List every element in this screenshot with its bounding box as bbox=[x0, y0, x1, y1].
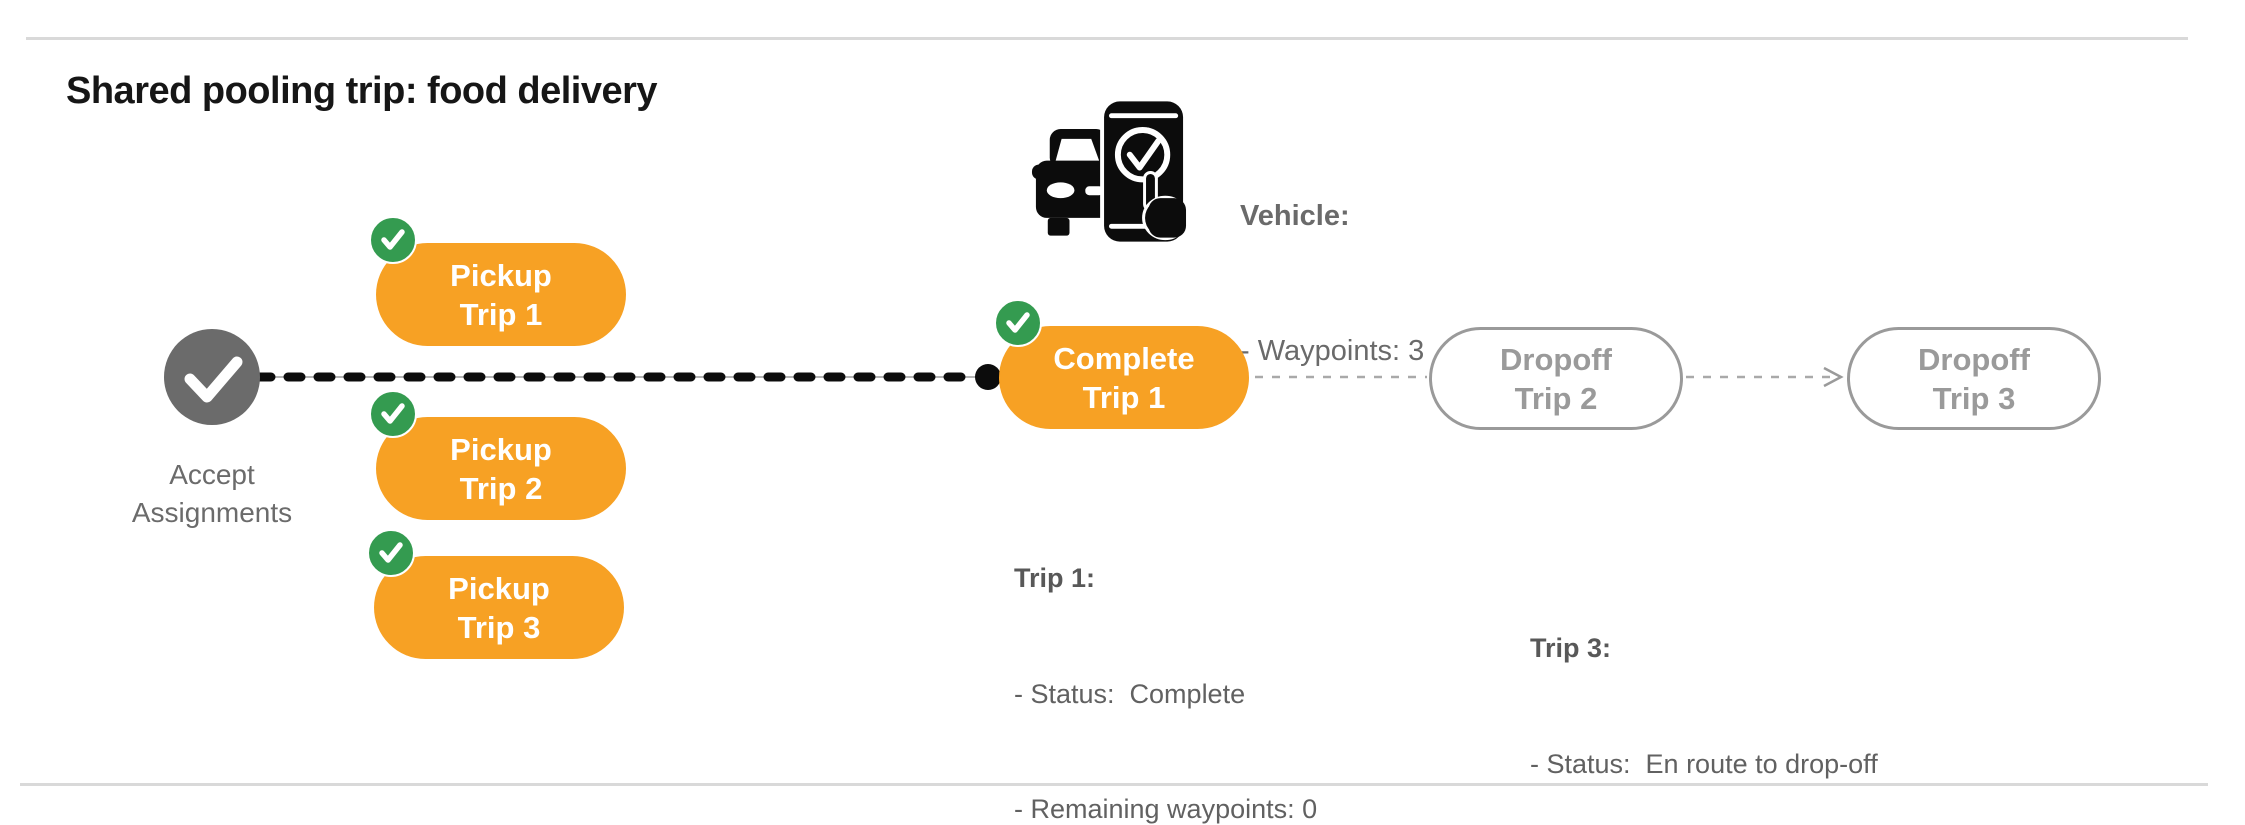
trip-status-column-1: Trip 1: - Status: Complete - Remaining w… bbox=[1014, 482, 1362, 825]
page-title: Shared pooling trip: food delivery bbox=[66, 70, 658, 112]
vehicle-app-icon bbox=[1030, 98, 1189, 244]
accept-assignments-node bbox=[164, 329, 260, 425]
check-icon bbox=[184, 356, 243, 403]
trip-1-heading: Trip 1: bbox=[1014, 563, 1096, 593]
vehicle-info: Vehicle: - Waypoints: 3 bbox=[1240, 104, 1424, 464]
trip-1-waypoints: - Remaining waypoints: 0 bbox=[1014, 794, 1318, 824]
trip-1-status: - Status: Complete bbox=[1014, 678, 1246, 709]
node-pickup-trip-2: Pickup Trip 2 bbox=[376, 417, 626, 520]
trip-status-column-2: Trip 3: - Status: En route to drop-off -… bbox=[1530, 552, 1878, 825]
vehicle-label: Vehicle: bbox=[1240, 200, 1350, 232]
node-complete-trip-1: Complete Trip 1 bbox=[999, 326, 1249, 429]
node-pickup-trip-1: Pickup Trip 1 bbox=[376, 243, 626, 346]
accept-assignments-label: Accept Assignments bbox=[131, 459, 293, 528]
top-divider bbox=[26, 37, 2188, 40]
bottom-divider bbox=[20, 783, 2208, 786]
arrowhead-icon bbox=[1823, 366, 1844, 388]
current-position-dot bbox=[975, 364, 1001, 390]
check-badge-icon bbox=[994, 299, 1042, 347]
check-badge-icon bbox=[369, 390, 417, 438]
node-pickup-trip-3: Pickup Trip 3 bbox=[374, 556, 624, 659]
vehicle-waypoints: - Waypoints: 3 bbox=[1240, 335, 1425, 367]
node-dropoff-trip-2: Dropoff Trip 2 bbox=[1429, 327, 1683, 430]
node-dropoff-trip-3: Dropoff Trip 3 bbox=[1847, 327, 2101, 430]
check-badge-icon bbox=[367, 529, 415, 577]
trip-3-status: - Status: En route to drop-off bbox=[1530, 748, 1878, 779]
trip-3-heading: Trip 3: bbox=[1530, 633, 1612, 663]
check-badge-icon bbox=[369, 216, 417, 264]
